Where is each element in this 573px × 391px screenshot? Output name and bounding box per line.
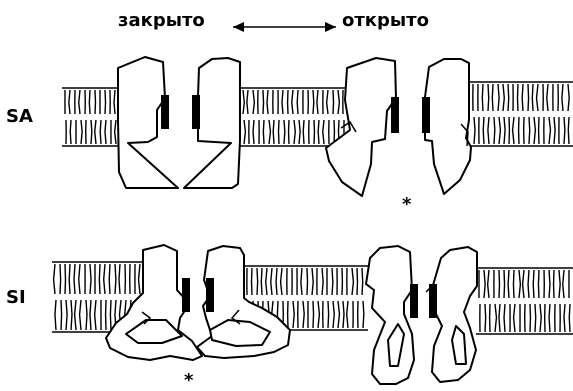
- si-closed-gate-left: [182, 278, 190, 312]
- si-closed-gate-right: [206, 278, 214, 312]
- marker-si-closed: *: [184, 372, 193, 390]
- sa-open-channel: [326, 58, 471, 196]
- si-open-gate-left: [410, 284, 418, 318]
- closed-label: закрыто: [118, 12, 205, 30]
- open-label: открыто: [342, 12, 429, 30]
- row-label-si: SI: [6, 289, 26, 307]
- sa-open-gate-right: [422, 97, 430, 133]
- double-arrow-icon: [233, 22, 336, 32]
- sa-closed-channel: [118, 57, 240, 188]
- membrane-band: [476, 268, 573, 334]
- row-label-sa: SA: [6, 108, 33, 126]
- membrane-band: [470, 82, 573, 146]
- membrane-band: [62, 88, 118, 146]
- si-open-right-subunit: [431, 247, 477, 382]
- marker-sa-open: *: [402, 196, 411, 214]
- sa-open-left-subunit: [326, 58, 396, 196]
- sa-closed-gate-left: [161, 95, 169, 129]
- membrane-band: [240, 88, 346, 146]
- sa-closed-gate-right: [192, 95, 200, 129]
- sa-open-gate-left: [391, 97, 399, 133]
- si-open-channel: [366, 246, 477, 384]
